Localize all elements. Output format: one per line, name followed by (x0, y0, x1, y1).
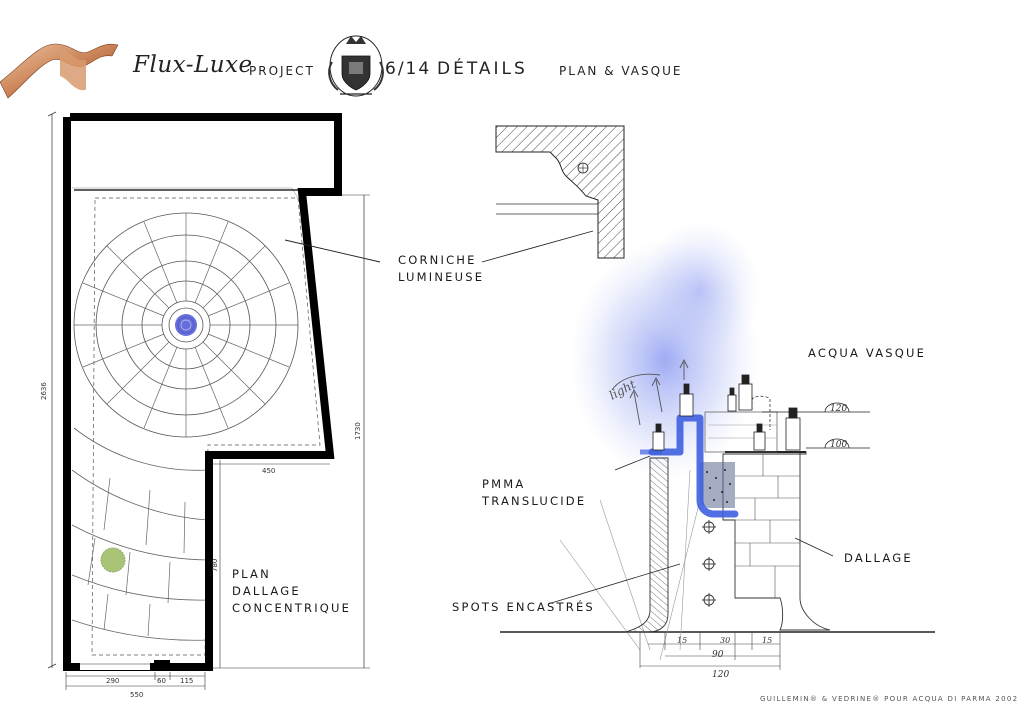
plan-label-line2: DALLAGE (232, 584, 301, 598)
plan-label-line3: CONCENTRIQUE (232, 601, 352, 615)
plan-label: PLAN DALLAGE CONCENTRIQUE (232, 566, 351, 617)
pmma-element (648, 414, 739, 518)
plan-label-line1: PLAN (232, 567, 271, 581)
page-subtitle: PLAN & VASQUE (559, 64, 683, 78)
level-100: 100 (830, 440, 847, 450)
project-label: PROJECT (249, 64, 315, 78)
dim-15b: 15 (762, 636, 772, 645)
stone-vasque (704, 395, 831, 631)
level-markers (762, 402, 870, 449)
section-detail: light (284, 125, 935, 670)
dim-290: 290 (106, 677, 119, 685)
pmma-label: PMMA TRANSLUCIDE (482, 476, 586, 510)
dim-450: 450 (262, 467, 275, 475)
spots-label: SPOTS ENCASTRÉS (452, 600, 595, 614)
dim-120: 120 (712, 670, 729, 680)
green-light-spot (100, 547, 126, 573)
dim-550: 550 (130, 691, 143, 699)
dim-15a: 15 (677, 636, 687, 645)
page-number: 6/14 (385, 59, 432, 79)
corniche-detail (495, 125, 625, 259)
dim-60: 60 (157, 677, 166, 685)
level-120: 120 (830, 404, 847, 414)
dim-115: 115 (180, 677, 193, 685)
corniche-label-line2: LUMINEUSE (398, 270, 485, 284)
corniche-label-line1: CORNICHE (398, 253, 477, 267)
pmma-label-line1: PMMA (482, 477, 526, 491)
blue-light-spot (175, 314, 197, 336)
dim-30: 30 (720, 636, 730, 645)
crest-emblem (328, 35, 384, 97)
page-title: DÉTAILS (437, 59, 528, 79)
brand-name: Flux-Luxe (133, 52, 253, 78)
dim-90: 90 (712, 650, 724, 660)
credit-line: GUILLEMIN® & VEDRINE® POUR ACQUA DI PARM… (760, 695, 1018, 703)
dim-1730: 1730 (354, 422, 362, 440)
dim-2636: 2636 (40, 382, 48, 400)
flux-luxe-logo (0, 43, 119, 99)
pmma-label-line2: TRANSLUCIDE (482, 494, 587, 508)
embedded-spots (702, 520, 716, 607)
corniche-label: CORNICHE LUMINEUSE (398, 252, 484, 286)
floor-plan (47, 111, 370, 690)
dim-780: 780 (211, 559, 219, 572)
bottles (652, 374, 801, 451)
acqua-vasque-label: ACQUA VASQUE (808, 346, 927, 360)
dallage-label: DALLAGE (844, 551, 913, 565)
